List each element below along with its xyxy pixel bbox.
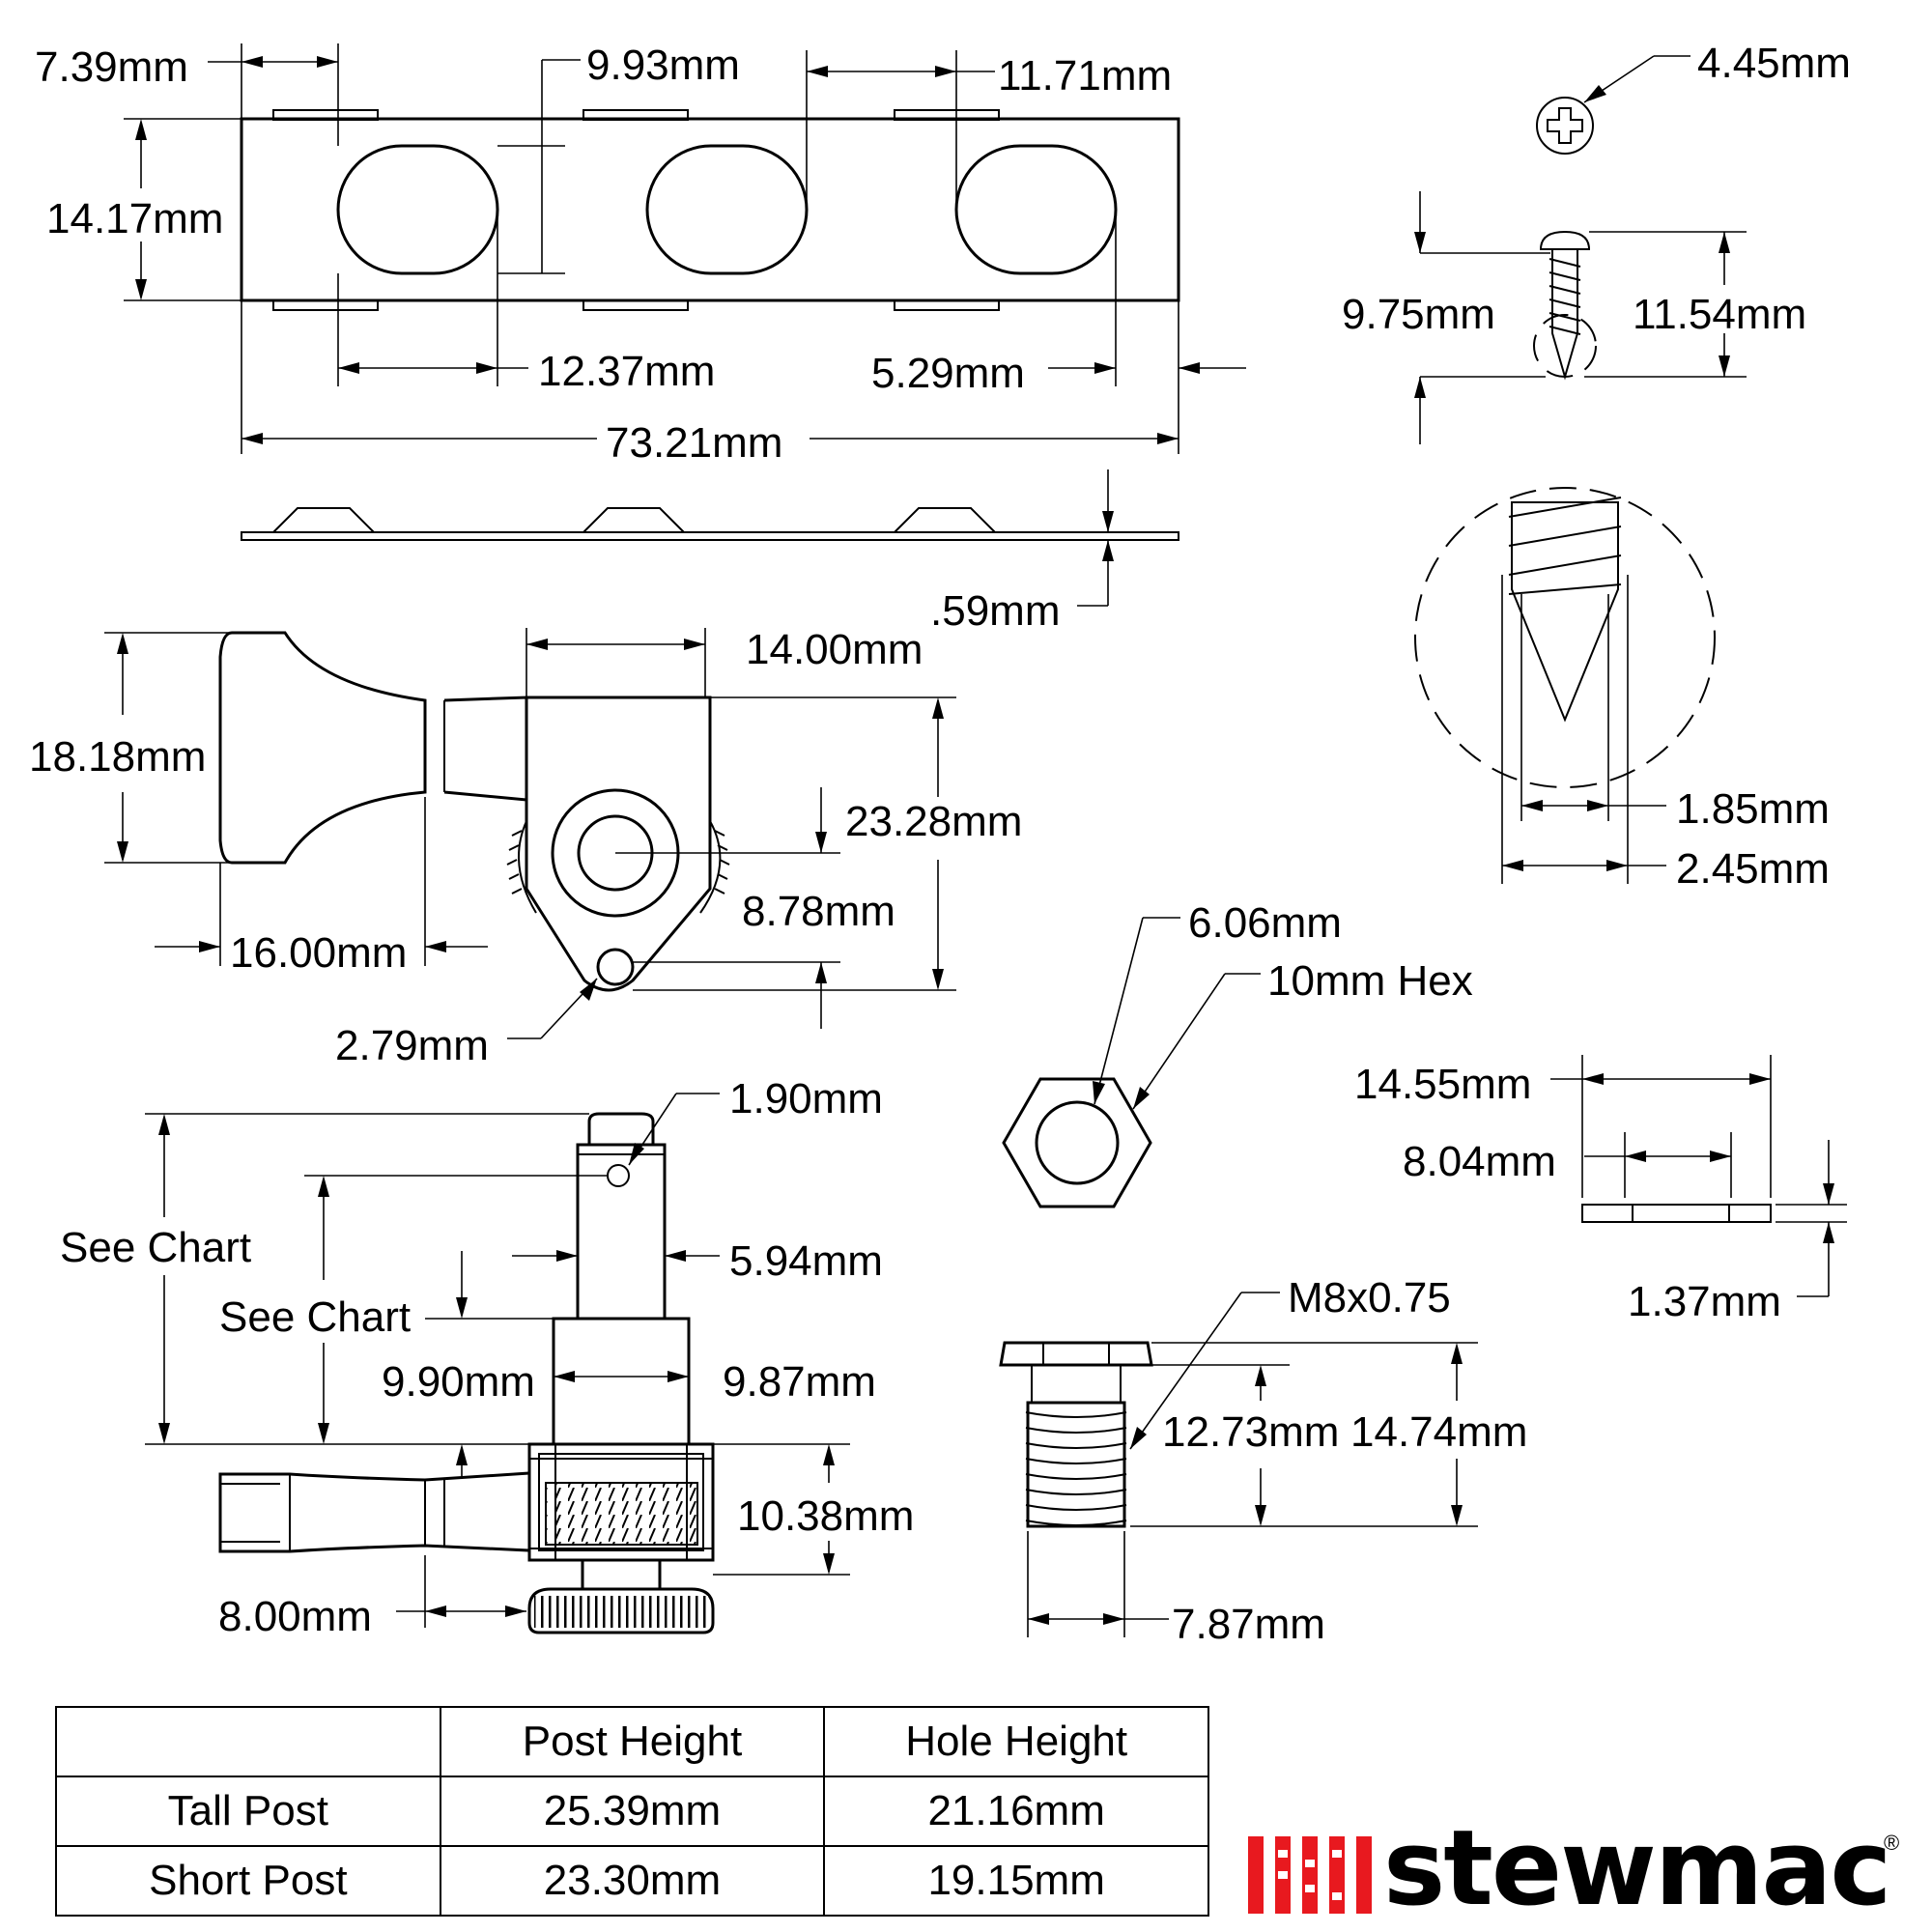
table-header-row: Post Height Hole Height [55,1706,1209,1777]
dim-12-37: 12.37mm [538,348,715,395]
washer-side-view [1550,1055,1847,1297]
bushing-side-view [999,1292,1478,1637]
strip-side-view [241,469,1179,607]
post-height-value: 25.39mm [439,1776,826,1847]
dim-9-87: 9.87mm [723,1358,876,1406]
dim-7-87: 7.87mm [1172,1601,1325,1648]
hex-size-label: 10mm Hex [1267,957,1473,1005]
screw-side-view [1414,191,1747,444]
dim-14-74: 14.74mm [1350,1408,1527,1456]
post-height-chart: Post Height Hole Height Tall Post 25.39m… [55,1706,1209,1917]
thread-spec-label: M8x0.75 [1288,1274,1451,1321]
post-height-value: 23.30mm [439,1845,826,1917]
strip-top-view [240,109,1180,311]
hole-height-value: 19.15mm [823,1845,1209,1917]
dim-16-00: 16.00mm [230,929,407,977]
dim-5-29: 5.29mm [871,350,1025,397]
row-label: Tall Post [55,1776,441,1847]
dim-9-75: 9.75mm [1342,291,1495,338]
dim-8-00: 8.00mm [218,1593,372,1640]
brand-wordmark: stewmac [1383,1808,1891,1929]
screw-head-top-view [1536,55,1690,155]
dim-1-90: 1.90mm [729,1075,883,1122]
table-row: Short Post 23.30mm 19.15mm [55,1845,1209,1917]
tuner-side-view [218,1112,715,1634]
dim-9-93: 9.93mm [586,42,740,89]
dim-14-00: 14.00mm [746,626,923,673]
screw-tip-detail [1414,487,1716,884]
dim-14-55: 14.55mm [1354,1061,1531,1108]
table-header-cell: Post Height [439,1706,826,1777]
dim-9-90: 9.90mm [382,1358,535,1406]
dim-7-39: 7.39mm [35,43,188,91]
hex-nut-view [1002,917,1261,1208]
strip-top-dimensions [124,43,1246,454]
dim-6-06: 6.06mm [1188,899,1342,947]
dim-73-21: 73.21mm [606,419,782,467]
see-chart-hole-height: See Chart [219,1293,411,1341]
dim-1-85: 1.85mm [1676,785,1830,833]
registered-mark: ® [1884,1831,1900,1855]
dim-23-28: 23.28mm [845,798,1022,845]
dim-2-45: 2.45mm [1676,845,1830,893]
dim-12-73: 12.73mm [1162,1408,1339,1456]
dim-18-18: 18.18mm [29,733,206,781]
stewmac-logo-mark-icon [1248,1836,1372,1914]
dim-4-45: 4.45mm [1697,40,1851,87]
dim-10-38: 10.38mm [737,1492,914,1540]
dim-2-79: 2.79mm [335,1022,489,1069]
dim-8-04: 8.04mm [1403,1138,1556,1185]
tuner-side-dimensions [145,1093,850,1628]
dim-11-54: 11.54mm [1633,291,1806,338]
dim-8-78: 8.78mm [742,888,895,935]
tuner-front-dimensions [104,628,956,1039]
dim-5-94: 5.94mm [729,1237,883,1285]
table-header-cell: Hole Height [823,1706,1209,1777]
table-header-cell [55,1706,441,1777]
dim-1-37: 1.37mm [1628,1278,1781,1325]
see-chart-post-height: See Chart [60,1224,251,1271]
row-label: Short Post [55,1845,441,1917]
dim-14-17: 14.17mm [46,195,223,242]
hole-height-value: 21.16mm [823,1776,1209,1847]
table-row: Tall Post 25.39mm 21.16mm [55,1776,1209,1847]
stewmac-logo: stewmac ® [1246,1817,1913,1927]
dim-0-59: .59mm [930,587,1060,635]
dim-11-71: 11.71mm [998,52,1172,99]
